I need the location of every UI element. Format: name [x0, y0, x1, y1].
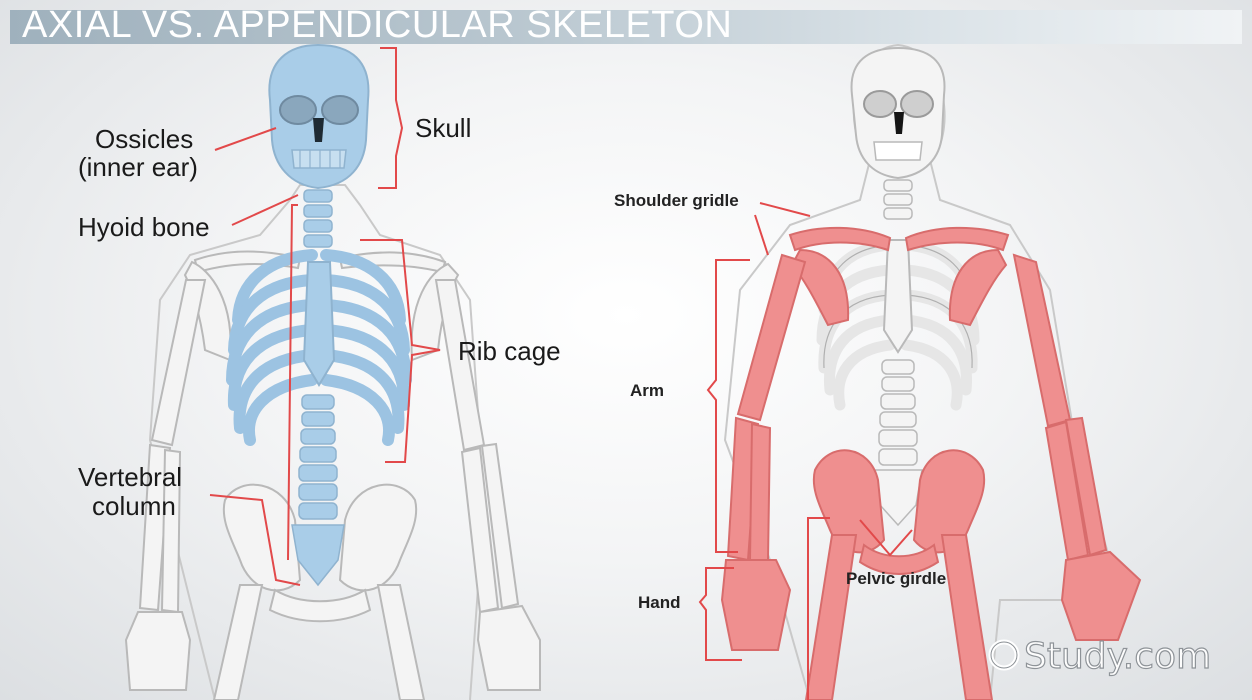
pelvic-girdle-label: Pelvic girdle [846, 569, 946, 588]
hyoid-bone-label: Hyoid bone [78, 212, 210, 242]
rib-cage-label: Rib cage [458, 336, 561, 366]
arm-label: Arm [630, 381, 664, 400]
shoulder-girdle-label: Shoulder gridle [614, 191, 739, 210]
ossicles-label-line1: Ossicles [95, 124, 193, 154]
axial-skeleton: Ossicles (inner ear) Skull Hyoid bone Ri… [78, 45, 561, 700]
neck-vertebrae-white [884, 180, 912, 219]
watermark-text: Study.com [1024, 636, 1211, 677]
skull-blue [269, 45, 368, 188]
appendicular-skeleton: Shoulder gridle Arm Hand Pelvic girdle [614, 45, 1140, 700]
sternum-white [884, 240, 912, 352]
spine-white [874, 360, 922, 525]
vertebral-column-label-line1: Vertebral [78, 462, 182, 492]
skull-label: Skull [415, 113, 471, 143]
ossicles-label-line2: (inner ear) [78, 152, 198, 182]
sternum [304, 262, 334, 385]
vertebral-column-label-line2: column [92, 491, 176, 521]
watermark: Study.com [991, 636, 1211, 677]
hand-label: Hand [638, 593, 681, 612]
skull-white [852, 48, 945, 178]
arms-red [722, 255, 1140, 650]
